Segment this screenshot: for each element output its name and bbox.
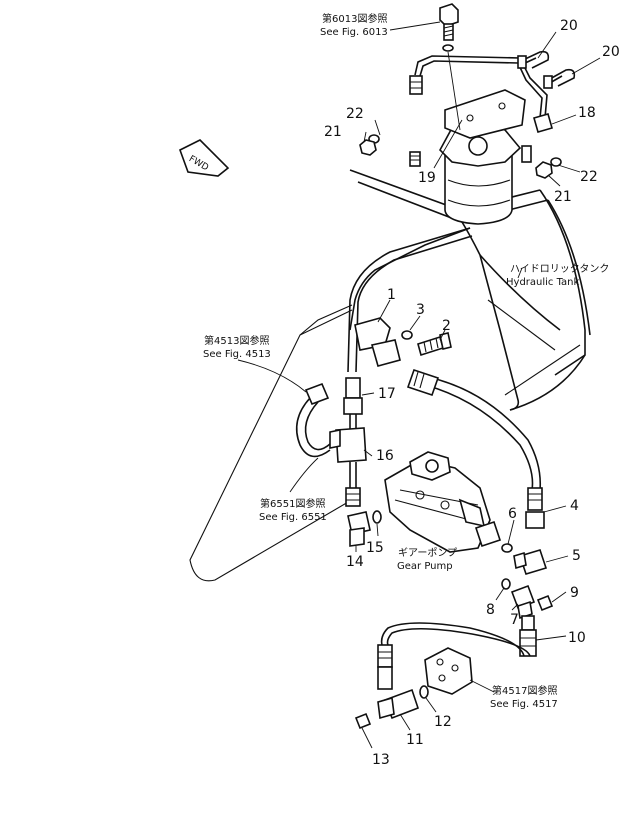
part-label-5: 5	[572, 548, 581, 564]
plug-13	[354, 712, 372, 730]
ref-4513-en: See Fig. 4513	[203, 349, 271, 360]
ref-4513-jp: 第4513図参照	[204, 334, 269, 347]
part-label-6: 6	[508, 506, 517, 522]
chassis-outline	[189, 304, 356, 582]
washer-3	[401, 330, 413, 340]
filter-assembly	[439, 89, 526, 225]
ref-6551-jp: 第6551図参照	[260, 497, 325, 510]
bolt-2	[417, 332, 452, 357]
elbow-11	[377, 688, 420, 720]
part-label-8: 8	[486, 602, 495, 618]
o-ring-12	[419, 685, 429, 699]
tank-label-en: Hydraulic Tank	[506, 277, 580, 288]
elbow-5	[513, 549, 548, 575]
fwd-arrow-icon: FWD	[179, 139, 230, 177]
hydraulic-tank	[349, 169, 591, 411]
part-label-1: 1	[387, 287, 396, 303]
pump-label-jp: ギアーポンプ	[398, 547, 457, 559]
part-label-13: 13	[372, 752, 390, 768]
part-label-21b: 21	[554, 189, 572, 205]
gear-pump	[384, 451, 502, 553]
part-label-15: 15	[366, 540, 384, 556]
ref-6551-en: See Fig. 6551	[259, 512, 327, 523]
part-label-4: 4	[570, 498, 579, 514]
u-bolt-clamp-upper	[517, 50, 550, 69]
o-ring-15	[372, 510, 382, 524]
nut-washer-left	[359, 134, 421, 167]
part-label-2: 2	[442, 318, 451, 334]
part-label-16: 16	[376, 448, 394, 464]
part-label-12: 12	[434, 714, 452, 730]
u-bolt-clamp-lower	[543, 68, 576, 89]
part-label-21a: 21	[324, 124, 342, 140]
part-label-22b: 22	[580, 169, 598, 185]
ref-6013-en: See Fig. 6013	[320, 27, 388, 38]
o-ring-8	[501, 578, 511, 590]
suction-hose	[347, 227, 473, 373]
tee-fitting-16	[329, 427, 367, 507]
part-label-7: 7	[510, 612, 519, 628]
part-label-9: 9	[570, 585, 579, 601]
part-label-3: 3	[416, 302, 425, 318]
hose-4	[406, 368, 545, 529]
part-label-20a: 20	[560, 18, 578, 34]
part-number-labels: 20 20 18 22 21 19 22 21 1 3 2 17 16 4 6 …	[324, 18, 620, 768]
elbow-14	[347, 511, 371, 547]
part-label-22a: 22	[346, 106, 364, 122]
top-bolt	[439, 3, 461, 131]
reference-labels: 第6013図参照 See Fig. 6013 第4513図参照 See Fig.…	[203, 12, 609, 710]
ref-6013-jp: 第6013図参照	[322, 12, 387, 25]
elbow-7	[510, 584, 536, 620]
pump-label-en: Gear Pump	[397, 561, 453, 572]
ref-4517-en: See Fig. 4517	[490, 699, 558, 710]
o-ring-6	[501, 543, 513, 553]
part-label-20b: 20	[602, 44, 620, 60]
hose-4513	[295, 382, 331, 458]
plug-9	[536, 594, 554, 612]
nut-washer-right	[521, 145, 562, 179]
part-label-14: 14	[346, 554, 364, 570]
part-label-18: 18	[578, 105, 596, 121]
control-valve	[424, 647, 473, 695]
pipe-17	[343, 377, 363, 430]
leader-lines	[237, 21, 601, 749]
part-label-11: 11	[406, 732, 424, 748]
part-label-19: 19	[418, 170, 436, 186]
part-label-10: 10	[568, 630, 586, 646]
ref-4517-jp: 第4517図参照	[492, 684, 557, 697]
hose-10	[377, 615, 537, 690]
part-label-17: 17	[378, 386, 396, 402]
tank-label-jp: ハイドロリックタンク	[510, 263, 609, 275]
